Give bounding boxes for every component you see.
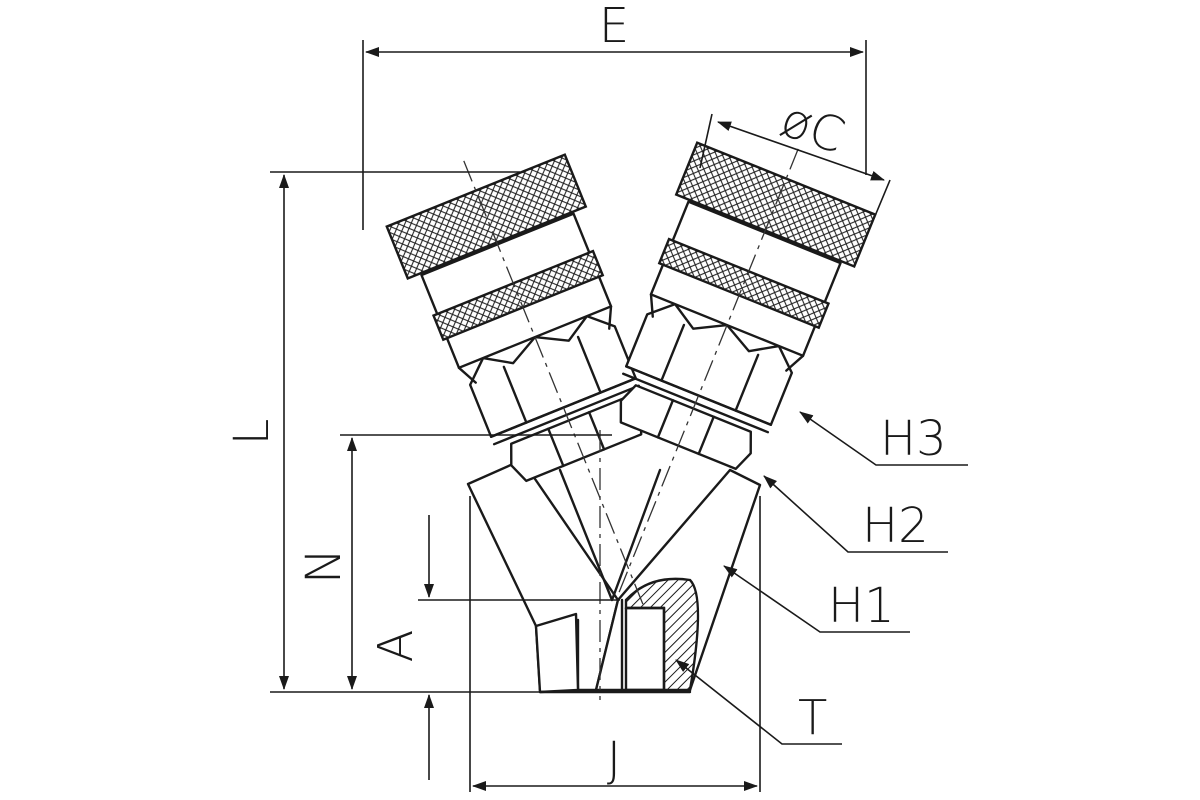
label-l: L bbox=[224, 419, 280, 446]
label-c: øC bbox=[774, 91, 852, 164]
callout-h1: H1 bbox=[723, 565, 910, 634]
callout-h3: H3 bbox=[799, 411, 968, 467]
label-n: N bbox=[296, 548, 352, 584]
dimension-l: L bbox=[224, 171, 540, 693]
callout-t: T bbox=[675, 659, 842, 746]
label-a: A bbox=[368, 630, 424, 663]
label-h3: H3 bbox=[880, 411, 947, 467]
label-t: T bbox=[798, 690, 827, 746]
y-body bbox=[466, 458, 762, 694]
bottom-hex-foot bbox=[534, 612, 580, 694]
label-h1: H1 bbox=[828, 578, 895, 634]
right-hex-nut-lower bbox=[619, 384, 752, 471]
dimension-a: A bbox=[368, 515, 620, 780]
label-j: J bbox=[607, 732, 621, 788]
dimension-n: N bbox=[296, 434, 612, 690]
dimension-e: E bbox=[362, 0, 867, 230]
dimension-j: J bbox=[469, 496, 761, 792]
label-h2: H2 bbox=[862, 498, 929, 554]
label-e: E bbox=[599, 0, 629, 54]
callout-h2: H2 bbox=[763, 475, 948, 554]
